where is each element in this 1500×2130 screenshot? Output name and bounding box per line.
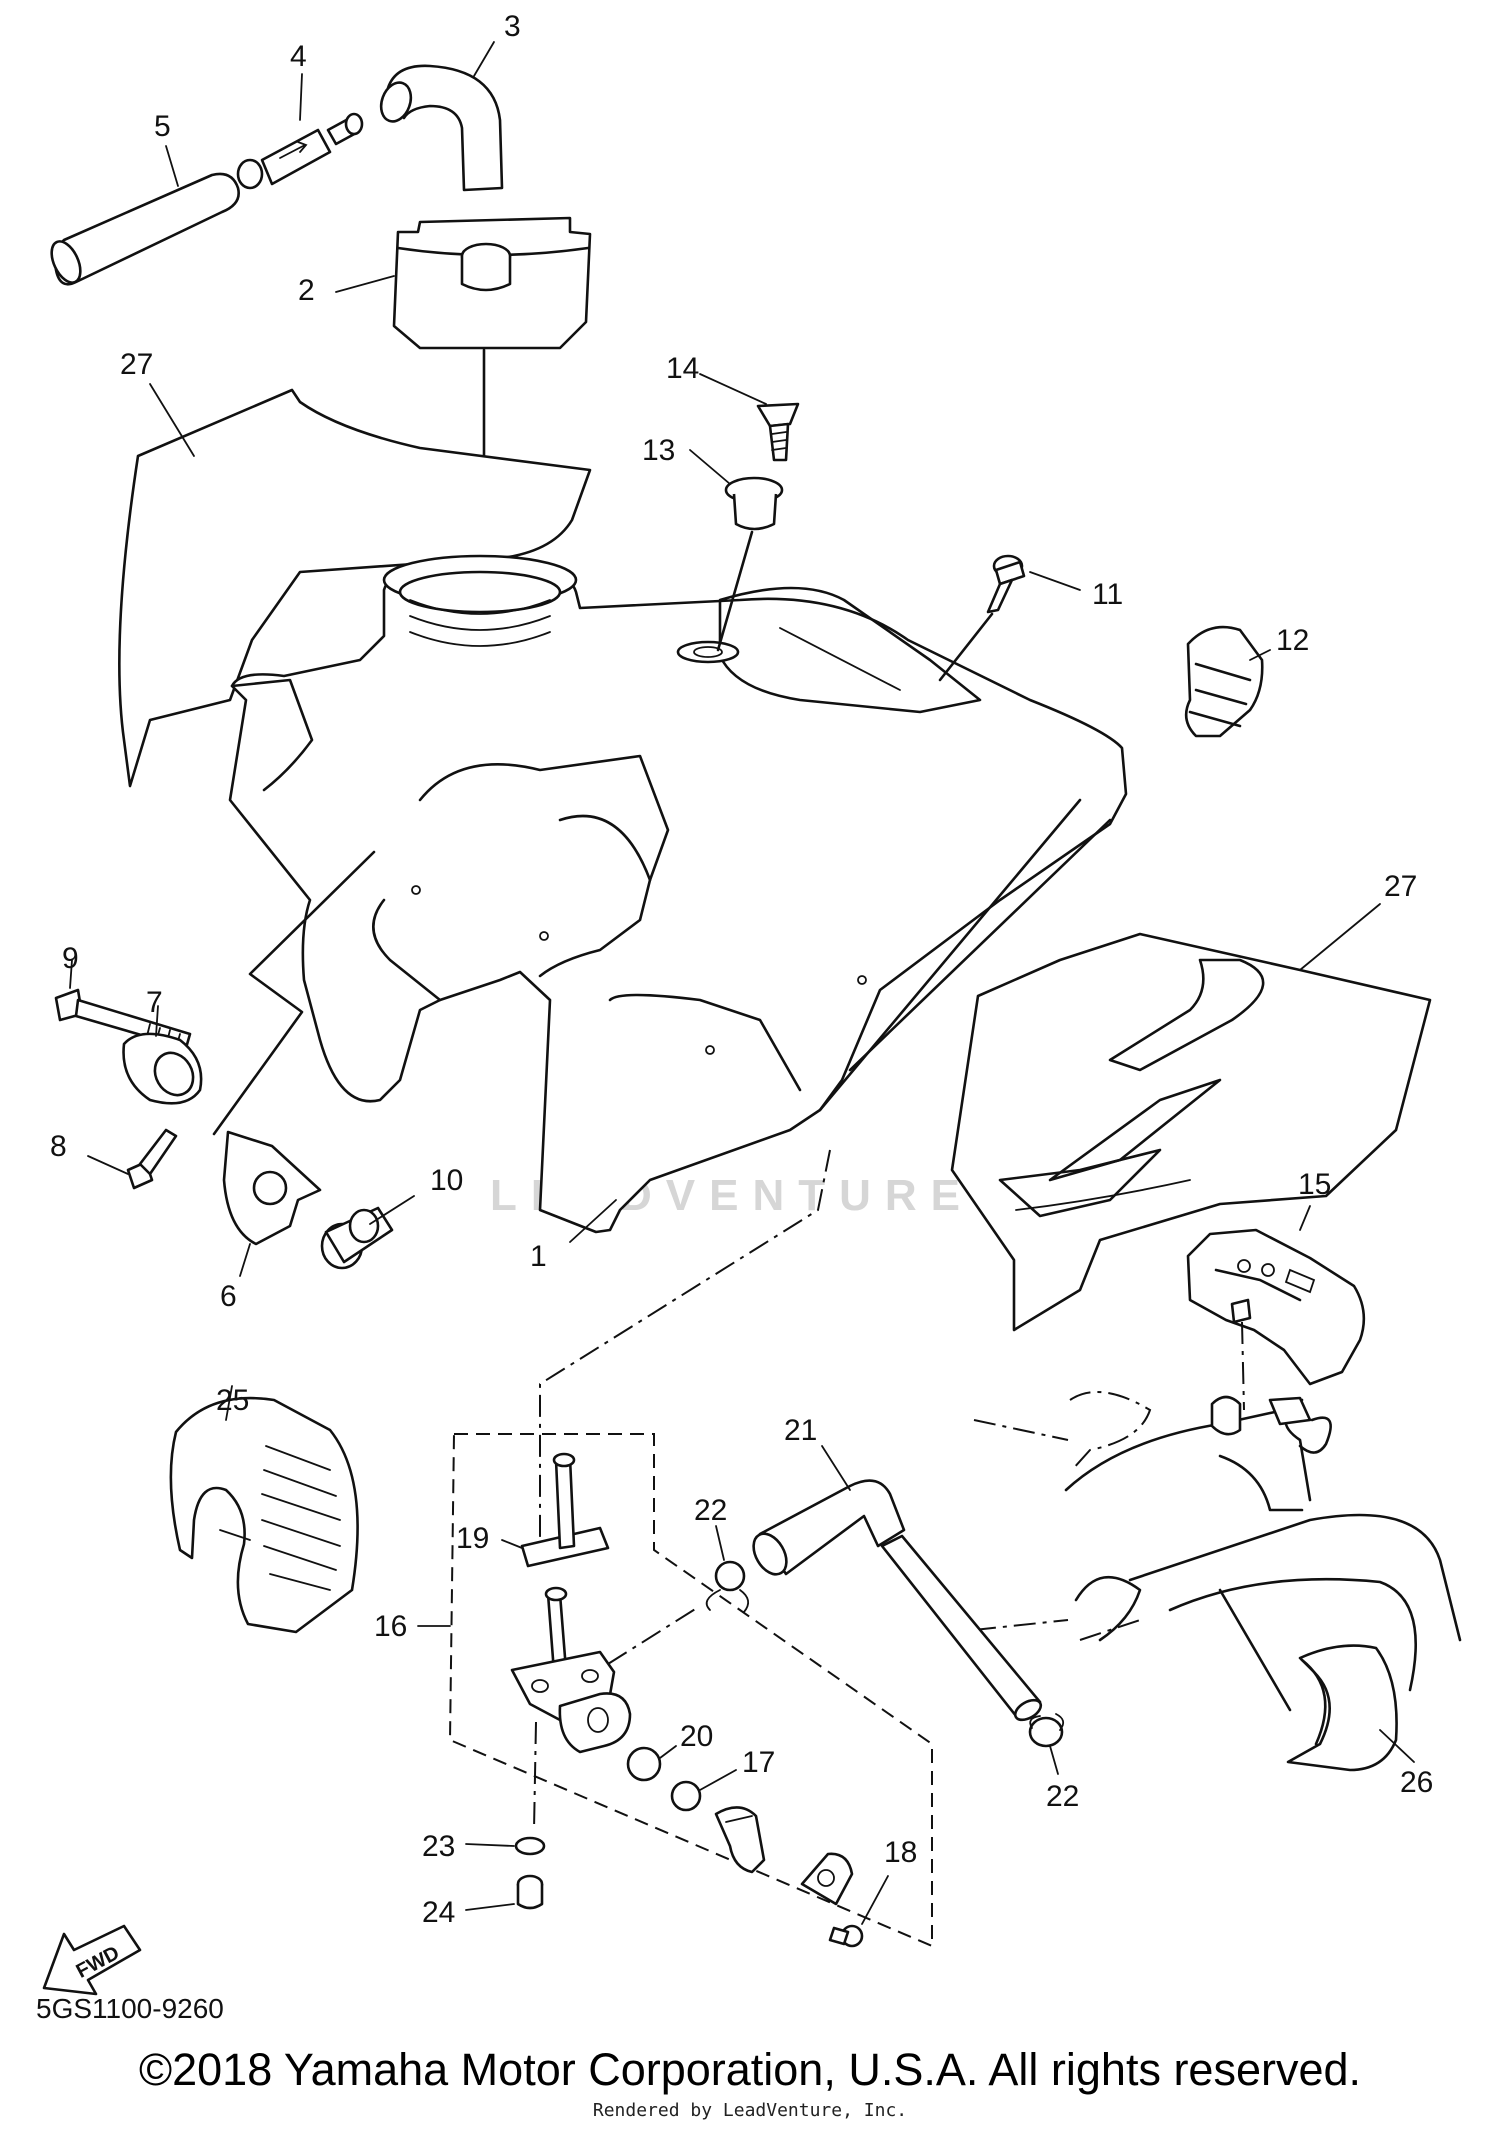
part-19-strainer	[520, 1452, 610, 1568]
part-8-bolt	[126, 1128, 178, 1190]
part-11-bolt	[986, 554, 1026, 614]
part-17-washer	[670, 1780, 702, 1812]
leader-27b	[1299, 903, 1381, 971]
callout-26: 26	[1400, 1766, 1433, 1799]
leader-13	[689, 449, 731, 485]
leader-8	[87, 1155, 129, 1175]
part-22-clip-upper	[705, 1560, 750, 1613]
part-13-collar	[724, 476, 784, 531]
callout-4: 4	[290, 40, 307, 73]
leader-1	[569, 1199, 617, 1243]
part-plate	[800, 1852, 854, 1906]
leader-24	[465, 1903, 515, 1911]
rendered-by-credit: Rendered by LeadVenture, Inc.	[592, 2100, 908, 2121]
part-27-right-shroud	[950, 932, 1432, 1332]
leader-25	[225, 1385, 233, 1421]
callout-13: 13	[642, 434, 675, 467]
part-16-fuel-cock	[510, 1586, 632, 1754]
part-16-assembly-outline	[448, 1433, 933, 1948]
leader-21	[821, 1445, 851, 1491]
callout-11: 11	[1092, 578, 1123, 611]
leader-22-upper	[715, 1525, 725, 1561]
callout-2: 2	[298, 274, 315, 307]
leader-26	[1379, 1729, 1415, 1763]
callout-9: 9	[62, 942, 79, 975]
part-22-clip-lower	[1028, 1713, 1065, 1748]
callout-14: 14	[666, 352, 699, 385]
part-12-clamp	[1184, 625, 1264, 738]
leader-cock-to-23	[533, 1721, 537, 1831]
diagram-code: 5GS1100-9260	[36, 1993, 224, 2024]
part-23-washer	[514, 1836, 546, 1856]
callout-3: 3	[504, 10, 521, 43]
leader-10	[369, 1195, 415, 1225]
leader-22-lower	[1049, 1745, 1059, 1775]
part-21-elbow-hose	[752, 1479, 1043, 1722]
leader-23	[465, 1843, 515, 1847]
callout-17: 17	[742, 1746, 775, 1779]
leader-11	[1029, 571, 1081, 591]
leader-20	[659, 1745, 677, 1759]
leader-7	[155, 1005, 159, 1037]
leader-15-to-frame	[1241, 1321, 1245, 1411]
callout-16: 16	[374, 1610, 407, 1643]
part-15-bracket	[1186, 1228, 1366, 1386]
callout-20: 20	[680, 1720, 713, 1753]
leader-14	[699, 373, 767, 405]
part-7-damper	[122, 1032, 203, 1105]
callout-27a: 27	[120, 348, 153, 381]
part-14-screw	[756, 402, 800, 462]
copyright-notice: ©2018 Yamaha Motor Corporation, U.S.A. A…	[138, 2044, 1362, 2095]
leader-cock-to-22	[607, 1605, 701, 1665]
callout-1: 1	[530, 1240, 547, 1273]
callout-5: 5	[154, 110, 171, 143]
callout-22b: 22	[1046, 1780, 1079, 1813]
part-26-sleeve	[1286, 1644, 1398, 1772]
callout-21: 21	[784, 1414, 817, 1447]
part-4-check-valve	[236, 112, 364, 190]
callout-6: 6	[220, 1280, 237, 1313]
leader-2	[335, 275, 395, 293]
part-25-protector	[169, 1396, 359, 1634]
part-5-hose	[50, 172, 240, 286]
callout-15: 15	[1298, 1168, 1331, 1201]
part-18-screw	[828, 1924, 864, 1948]
leader-27a	[149, 383, 195, 457]
part-2-fuel-cap	[392, 216, 592, 350]
callout-22a: 22	[694, 1494, 727, 1527]
callout-19: 19	[456, 1522, 489, 1555]
part-20-o-ring	[626, 1746, 662, 1782]
leader-5	[165, 145, 179, 187]
callout-25: 25	[216, 1384, 249, 1417]
leader-6	[239, 1243, 251, 1277]
part-3-breather-hose	[379, 64, 504, 192]
callout-27b: 27	[1384, 870, 1417, 903]
frame-phantom	[973, 1391, 1462, 1712]
part-lever	[714, 1806, 766, 1874]
callout-10: 10	[430, 1164, 463, 1197]
callout-23: 23	[422, 1830, 455, 1863]
leader-4	[299, 73, 303, 121]
leader-15	[1299, 1205, 1311, 1231]
callout-18: 18	[884, 1836, 917, 1869]
fwd-arrow-icon: FWD	[42, 1924, 142, 1996]
leader-3	[473, 41, 495, 77]
leader-17	[699, 1769, 737, 1791]
leader-tank-to-bracket-6	[212, 850, 376, 1136]
callout-12: 12	[1276, 624, 1309, 657]
leader-13-to-tank	[716, 530, 754, 652]
leader-19	[501, 1539, 523, 1549]
callout-labels: 1 2 3 4 5 6 7 8 9 10 11 12 13 14 15 16 1…	[50, 10, 1433, 1929]
callout-8: 8	[50, 1130, 67, 1163]
leader-tank-to-cock	[539, 1149, 831, 1560]
callout-7: 7	[146, 986, 163, 1019]
part-24-bolt	[516, 1874, 544, 1910]
leader-9	[69, 959, 73, 989]
part-6-bracket	[222, 1130, 322, 1246]
callout-24: 24	[422, 1896, 455, 1929]
leader-11-to-tank	[938, 612, 994, 682]
leader-12	[1249, 649, 1271, 661]
leader-18	[861, 1875, 889, 1925]
